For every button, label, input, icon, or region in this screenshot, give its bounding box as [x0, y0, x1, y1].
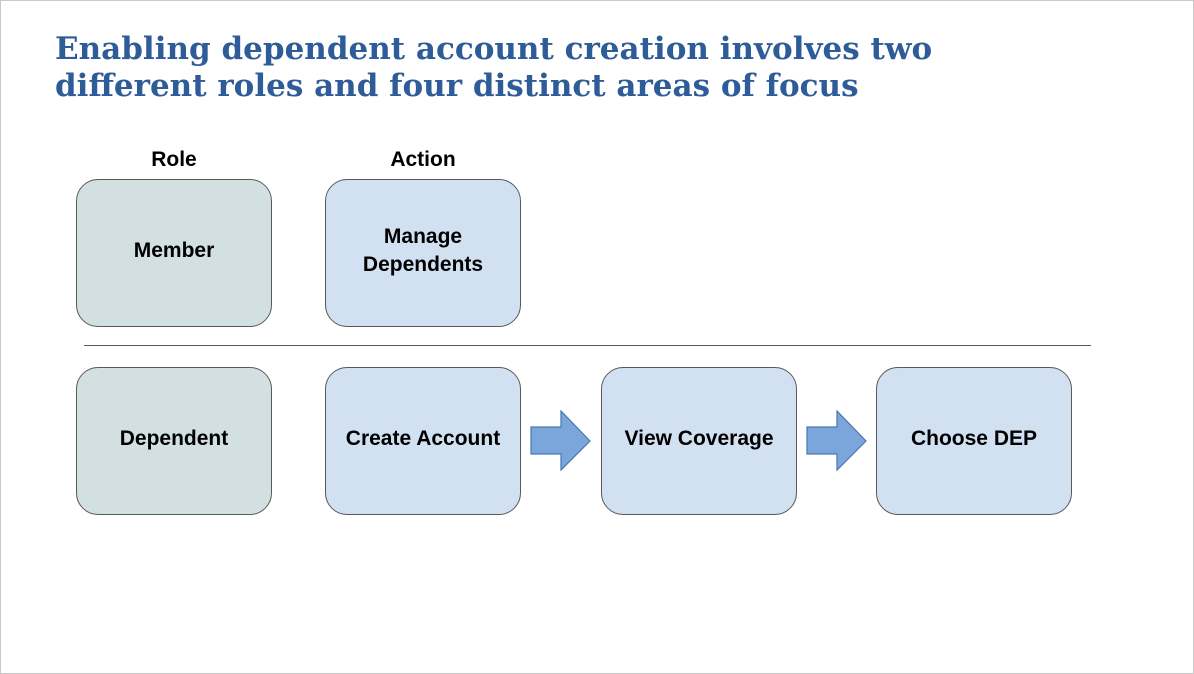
- action-box-choose-dep: Choose DEP: [876, 367, 1072, 515]
- action-box-label: View Coverage: [624, 427, 774, 450]
- action-box-label: Create Account: [345, 427, 501, 450]
- action-box-view-coverage: View Coverage: [601, 367, 797, 515]
- slide-title-line-2: different roles and four distinct areas …: [55, 68, 859, 104]
- right-arrow-icon: [530, 410, 591, 472]
- role-box-dependent: Dependent: [76, 367, 272, 515]
- right-arrow-icon: [806, 410, 867, 472]
- action-box-manage-dependents: Manage Dependents: [325, 179, 521, 327]
- row-divider: [84, 345, 1091, 346]
- action-box-label: Choose DEP: [910, 427, 1038, 450]
- role-box-label: Member: [133, 239, 215, 262]
- arrow-shape: [806, 410, 867, 472]
- action-box-create-account: Create Account: [325, 367, 521, 515]
- role-box-label: Dependent: [119, 427, 229, 450]
- action-column-header: Action: [390, 148, 456, 171]
- role-box-member: Member: [76, 179, 272, 327]
- slide-title: Enabling dependent account creation invo…: [55, 31, 1055, 105]
- action-box-label: Manage Dependents: [362, 225, 484, 276]
- slide-title-line-1: Enabling dependent account creation invo…: [55, 31, 933, 67]
- arrow-shape: [530, 410, 591, 472]
- role-column-header: Role: [151, 148, 197, 171]
